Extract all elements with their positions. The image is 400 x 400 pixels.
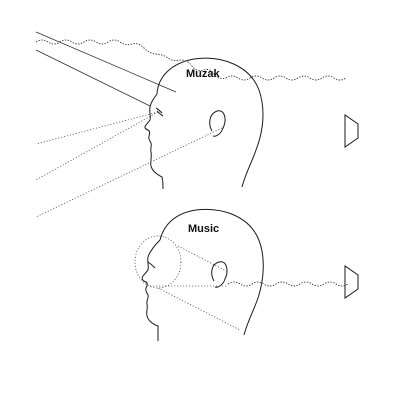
muzak-head-outline	[144, 57, 264, 190]
muzak-sound-wave	[35, 39, 347, 81]
muzak-eye-lid	[155, 107, 163, 114]
muzak-beam-line	[35, 31, 177, 93]
music-label: Music	[188, 223, 219, 235]
speaker-icon	[344, 265, 359, 299]
muzak-sight-line	[35, 111, 159, 145]
muzak-ear	[209, 110, 226, 137]
muzak-label: Muzak	[186, 68, 221, 80]
music-eye	[147, 261, 156, 269]
music-focus-circle	[134, 235, 182, 289]
music-ear	[211, 261, 228, 288]
muzak-sight-line	[35, 127, 223, 218]
music-head-outline	[141, 208, 264, 341]
muzak-eye	[156, 110, 164, 117]
speaker-icon	[344, 114, 359, 148]
music-cone-line	[157, 287, 241, 331]
music-cone-line	[177, 245, 229, 273]
music-figure: Music	[134, 208, 359, 341]
muzak-figure: Muzak	[35, 31, 359, 218]
muzak-sight-line	[35, 111, 159, 181]
music-sound-wave	[227, 281, 349, 287]
muzak-beam-line	[35, 49, 151, 107]
